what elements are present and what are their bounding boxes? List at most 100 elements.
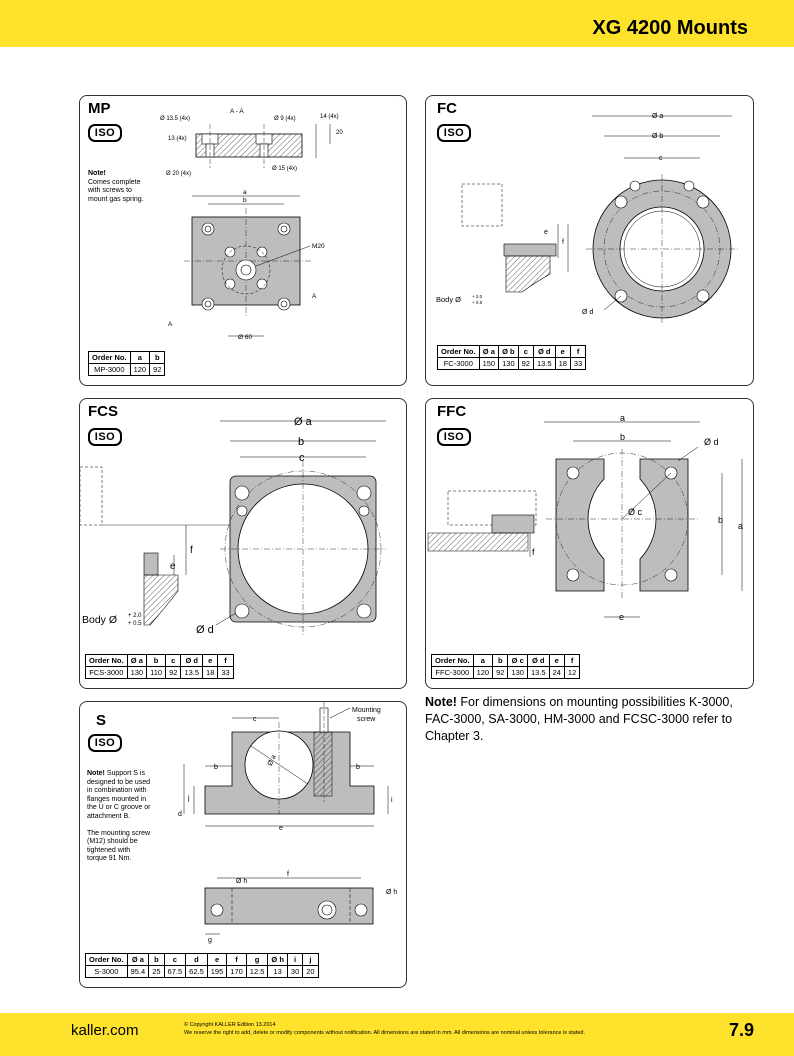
table-cell: 13.5 [532, 357, 556, 370]
table-header-row: Order No. a b [88, 351, 166, 364]
table-header: e [548, 654, 565, 667]
dim-label: f [190, 545, 193, 556]
footer-website: kaller.com [71, 1022, 139, 1039]
dim-label: Ø 15 (4x) [272, 166, 297, 172]
table-cell: FFC-3000 [431, 666, 474, 679]
table-header: b [149, 351, 166, 364]
table-row: MP-3000 120 92 [88, 363, 166, 376]
table-header: Order No. [431, 654, 474, 667]
table-cell: FCS-3000 [85, 666, 128, 679]
note-line: (M12) should be [87, 838, 138, 845]
panel-title: FC [437, 100, 457, 117]
table-cell: 33 [569, 357, 587, 370]
table-row: S-3000 95.4 25 67.5 62.5 195 170 12.5 13… [85, 965, 319, 978]
table-cell: 120 [129, 363, 151, 376]
table-cell: 33 [217, 666, 234, 679]
table-cell: 92 [149, 363, 166, 376]
table-row: FC-3000 150 130 92 13.5 18 33 [437, 357, 587, 370]
table-header: j [302, 953, 319, 966]
table-header: e [202, 654, 219, 667]
dim-label: f [532, 547, 535, 557]
fc-panel: FC ISO Ø a Ø b c Ø d e f Body Ø + 2.0 + … [425, 95, 754, 386]
fc-spec-table: Order No. Ø a Ø b c Ø d e f FC-3000 150 … [437, 345, 587, 370]
note-title: Note! [425, 695, 457, 709]
table-header: Order No. [85, 953, 128, 966]
dim-label: Ø d [196, 624, 214, 636]
dim-label: e [170, 561, 176, 572]
table-header: c [517, 345, 534, 358]
dim-label: Ø 60 [238, 334, 252, 341]
dim-label: d [178, 811, 182, 818]
dim-label: e [544, 229, 548, 236]
table-header: e [206, 953, 228, 966]
table-cell: 130 [498, 357, 519, 370]
dim-label: Ø 9 (4x) [274, 116, 296, 122]
table-header: f [217, 654, 234, 667]
dim-label: Ø 20 (4x) [166, 171, 191, 177]
table-cell: 92 [165, 666, 182, 679]
note-title: Note! [88, 170, 106, 177]
footer-copyright: © Copyright KALLER Edition 13.2014 We re… [184, 1021, 585, 1037]
ffc-drawing: a b Ø c Ø d b a e f [427, 413, 743, 622]
table-header: Ø a [126, 654, 148, 667]
dim-label: M20 [312, 243, 325, 250]
fcs-panel: FCS ISO Ø a b c Ø d e f Body Ø + 2.0 + 0… [79, 398, 407, 689]
page-number: 7.9 [728, 1020, 754, 1040]
dim-label: b [620, 432, 625, 442]
note-line: in combination with [87, 787, 147, 794]
dim-label: Ø a [267, 754, 278, 767]
table-header: f [563, 654, 581, 667]
tol-label: + 0.5 [128, 621, 142, 627]
s-drawing: Ø a Mounting screw c b b j d i e f Ø h Ø… [178, 702, 397, 944]
table-row: FFC-3000 120 92 130 13.5 24 12 [431, 666, 581, 679]
tol-label: + 2.0 [472, 294, 483, 299]
dim-label: a [620, 413, 625, 423]
mounting-note: Note! For dimensions on mounting possibi… [425, 694, 755, 745]
dim-label: f [562, 239, 564, 246]
table-header: Order No. [85, 654, 128, 667]
dim-label: Ø 13.5 (4x) [160, 116, 190, 122]
page-footer: kaller.com © Copyright KALLER Edition 13… [0, 1013, 794, 1056]
table-cell: 12 [563, 666, 581, 679]
iso-badge: ISO [88, 428, 122, 446]
note-line: attachment B. [87, 812, 131, 820]
table-header: b [148, 953, 165, 966]
table-header: Ø d [180, 654, 204, 667]
note-line: The mounting screw [87, 829, 151, 837]
dim-label: a [243, 189, 247, 196]
dim-label: A [168, 321, 173, 328]
dim-label: Ø b [652, 133, 663, 140]
dim-label: c [299, 452, 305, 464]
table-cell: 13 [267, 965, 288, 978]
table-cell: 62.5 [185, 965, 208, 978]
tol-label: + 0.5 [472, 300, 483, 305]
table-header-row: Order No. a b Ø c Ø d e f [431, 654, 581, 667]
dim-label: a [738, 521, 743, 531]
note-line: tightened with [87, 846, 131, 854]
table-header-row: Order No. Ø a b c d e f g Ø h i j [85, 953, 319, 966]
table-header: Ø b [498, 345, 519, 358]
dim-label: Ø h [386, 889, 397, 896]
mp-drawing: A - A Ø 13.5 (4x) Ø 9 (4x) 14 (4x) 13 (4… [160, 108, 343, 341]
fcs-drawing: Ø a b c Ø d e f Body Ø + 2.0 + 0.5 [80, 416, 386, 637]
table-cell: 95.4 [126, 965, 150, 978]
dim-label: A [312, 293, 317, 300]
table-cell: 92 [517, 357, 534, 370]
table-header: Ø d [532, 345, 556, 358]
fc-drawing: Ø a Ø b c Ø d e f Body Ø + 2.0 + 0.5 [436, 113, 738, 324]
table-header: a [129, 351, 151, 364]
body-label: Body Ø [82, 614, 117, 626]
table-header: b [146, 654, 167, 667]
table-cell: 30 [286, 965, 304, 978]
dim-label: Ø d [582, 309, 593, 316]
s-note: Note! Support S is designed to be used i… [87, 770, 150, 864]
table-header: f [569, 345, 587, 358]
dim-label: Ø d [704, 437, 719, 447]
table-cell: 130 [507, 666, 528, 679]
note-line: torque 91 Nm. [87, 855, 132, 862]
dim-label: screw [357, 716, 376, 723]
table-header: Ø h [267, 953, 288, 966]
table-header-row: Order No. Ø a b c Ø d e f [85, 654, 234, 667]
dim-label: b [298, 436, 304, 448]
table-header: Order No. [437, 345, 480, 358]
